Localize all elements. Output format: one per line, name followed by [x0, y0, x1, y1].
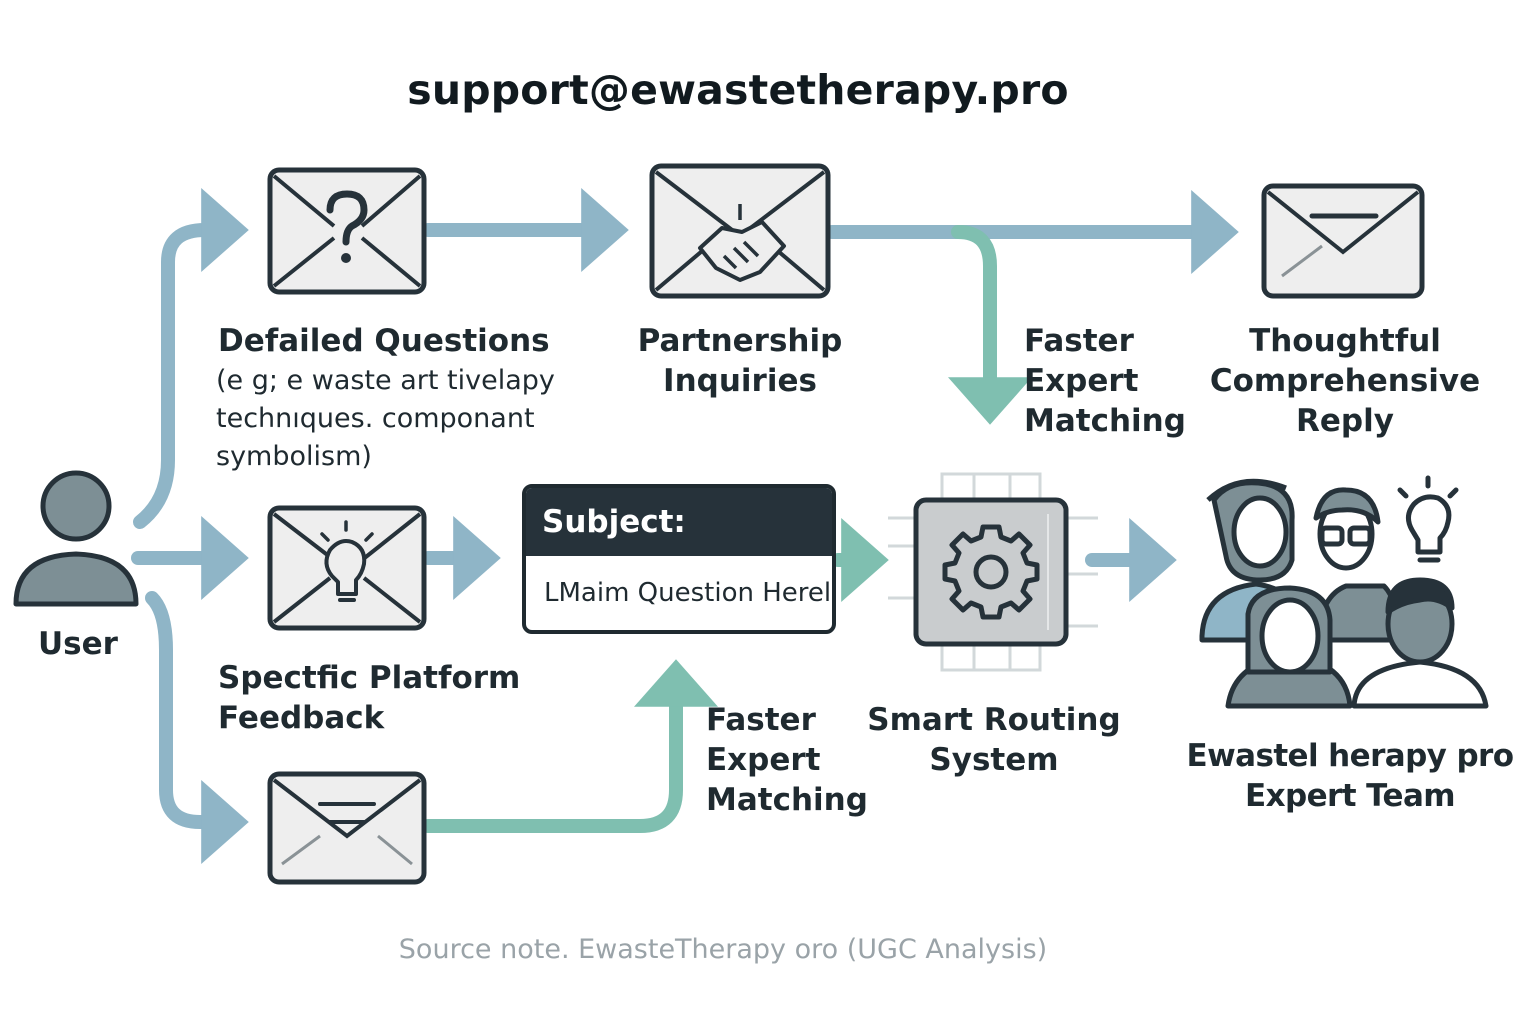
faster-matching-top-label: Faster Expert Matching [1024, 323, 1186, 439]
detailed-questions-note: (e g; e waste art tivelapy technıques. c… [216, 365, 555, 472]
arrow-user-to-plain [145, 591, 249, 864]
detailed-questions-title: Defailed Questions [218, 323, 550, 359]
subject-line-box: Subject: LMaim Question Herel [522, 484, 836, 634]
source-note: Source note. EwasteTherapy oro (UGC Anal… [398, 934, 1048, 965]
envelope-icon [267, 771, 427, 885]
expert-team-label: Ewastel herapy pro Expert Team [1186, 738, 1515, 814]
user-icon [13, 470, 139, 607]
arrow-plain-to-subject [421, 659, 718, 833]
user-label: User [38, 626, 118, 662]
lightbulb-envelope-icon [267, 505, 427, 631]
connectors [131, 188, 1239, 864]
reply-envelope-icon [1261, 183, 1425, 299]
question-envelope-icon [267, 167, 427, 295]
smart-routing-label: Smart Routing System [867, 702, 1121, 778]
arrow-user-to-detailed [133, 188, 249, 529]
team-icon [1199, 475, 1489, 709]
idea-bulb-icon [1406, 494, 1452, 555]
thoughtful-reply-label: Thoughtful Comprehensive Reply [1209, 323, 1481, 439]
subject-heading: Subject: [526, 488, 832, 556]
support-email-title[interactable]: support@ewastetherapy.pro [407, 66, 1069, 114]
partnership-inquiries-label: Partnership Inquiries [637, 323, 843, 399]
subject-value: LMaim Question Herel [544, 578, 832, 608]
platform-feedback-label: Spectfic Platform Feedback [218, 660, 521, 736]
handshake-envelope-icon [649, 163, 831, 299]
faster-matching-bottom-label: Faster Expert Matching [706, 702, 868, 818]
arrow-branch-to-routing [948, 225, 1032, 425]
gear-chip-icon [888, 472, 1098, 672]
